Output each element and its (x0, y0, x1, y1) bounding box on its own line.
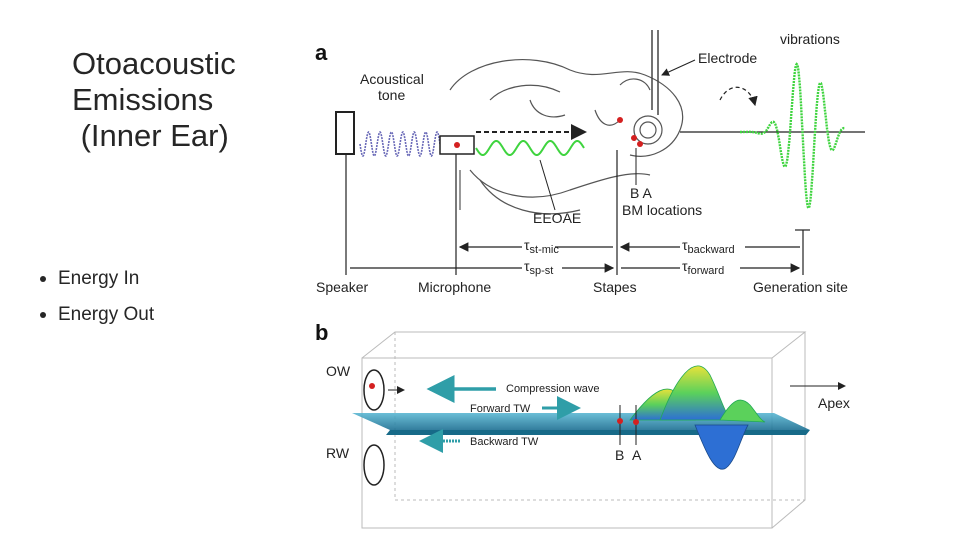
panel-a-label: a (315, 40, 328, 65)
bullet-text: Energy In (58, 268, 140, 289)
title-line-1: Otoacoustic (72, 46, 236, 81)
speaker-label: Speaker (316, 279, 368, 295)
bullet-dot-icon (40, 312, 46, 318)
tau-st-mic-label: τst-mic (524, 237, 559, 256)
compression-wave-label: Compression wave (506, 383, 600, 395)
forward-tw-label: Forward TW (470, 403, 531, 415)
cochlea-box (361, 331, 807, 529)
ow-marker-icon (369, 383, 375, 389)
otoacoustic-diagram: a Acoustical tone Electrode vibrations E… (315, 30, 865, 529)
traveling-wave-surface (629, 365, 766, 470)
bullet-text: Energy Out (58, 304, 155, 325)
timing-lines (345, 150, 810, 275)
oval-window (363, 369, 385, 411)
speaker-box (335, 111, 355, 155)
tau-forward-label: τforward (682, 258, 724, 277)
vibrations-label: vibrations (780, 31, 840, 47)
a-marker-icon (633, 419, 639, 425)
title-line-2: Emissions (72, 82, 214, 117)
vibration-curve-arrow (719, 86, 758, 107)
generation-site-label: Generation site (753, 279, 848, 295)
eeoae-pointer (539, 159, 556, 211)
backward-tw-label: Backward TW (470, 436, 539, 448)
rw-label: RW (326, 445, 350, 461)
ba-location-label: B A (630, 185, 652, 201)
stapes-label: Stapes (593, 279, 637, 295)
bullet-dot-icon (40, 276, 46, 282)
apex-label: Apex (818, 395, 850, 411)
microphone-label: Microphone (418, 279, 491, 295)
title-line-3: (Inner Ear) (72, 118, 229, 153)
bm-locations-label: BM locations (622, 202, 702, 218)
tau-sp-st-label: τsp-st (524, 258, 553, 277)
bm-marker-icon (637, 141, 643, 147)
basilar-membrane-front (386, 430, 810, 435)
eeoae-label: EEOAE (533, 210, 581, 226)
bm-marker-icon (631, 135, 637, 141)
acoustical-tone-label: Acoustical (360, 71, 424, 87)
vibration-wave (740, 62, 846, 210)
bm-marker-icon (617, 117, 623, 123)
panel-b-label: b (315, 320, 328, 345)
b-location-label: B (615, 447, 624, 463)
b-marker-icon (617, 418, 623, 424)
a-location-label: A (632, 447, 642, 463)
bullet-item: Energy In (40, 268, 154, 290)
acoustic-tone-wave (359, 130, 441, 158)
ow-label: OW (326, 363, 351, 379)
slide-title: Otoacoustic Emissions (Inner Ear) (72, 46, 272, 154)
acoustical-tone-label: tone (378, 87, 405, 103)
emission-wave (475, 140, 585, 156)
electrode-pointer (661, 59, 696, 76)
bullet-list: Energy In Energy Out (40, 268, 154, 340)
ear-anatomy-sketch (449, 59, 684, 215)
microphone-marker-icon (454, 142, 460, 148)
tau-backward-label: τbackward (682, 237, 735, 256)
round-window (363, 444, 385, 486)
electrode-label: Electrode (698, 50, 757, 66)
bullet-item: Energy Out (40, 304, 154, 326)
